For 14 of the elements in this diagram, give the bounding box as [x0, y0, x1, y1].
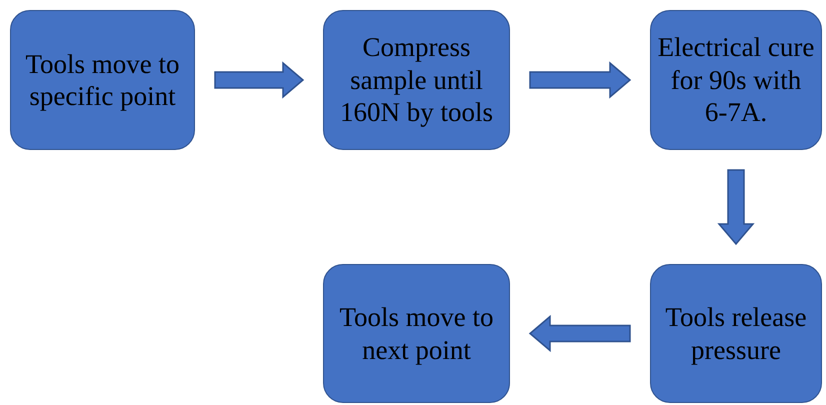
process-box [323, 10, 510, 150]
step-text: Compress sample until 160N by tools [338, 31, 494, 129]
step-text: Electrical cure for 90s with 6-7A. [657, 31, 815, 129]
block-arrow [717, 169, 755, 246]
step-text: Tools move to specific point [24, 48, 181, 112]
process-box [650, 264, 822, 403]
step-text: Tools release pressure [664, 301, 808, 366]
block-arrow [529, 61, 632, 99]
process-box [650, 10, 822, 150]
process-box [10, 10, 195, 150]
step-text: Tools move to next point [338, 301, 495, 366]
process-box [323, 264, 510, 403]
block-arrow [214, 61, 304, 99]
block-arrow [528, 314, 631, 352]
